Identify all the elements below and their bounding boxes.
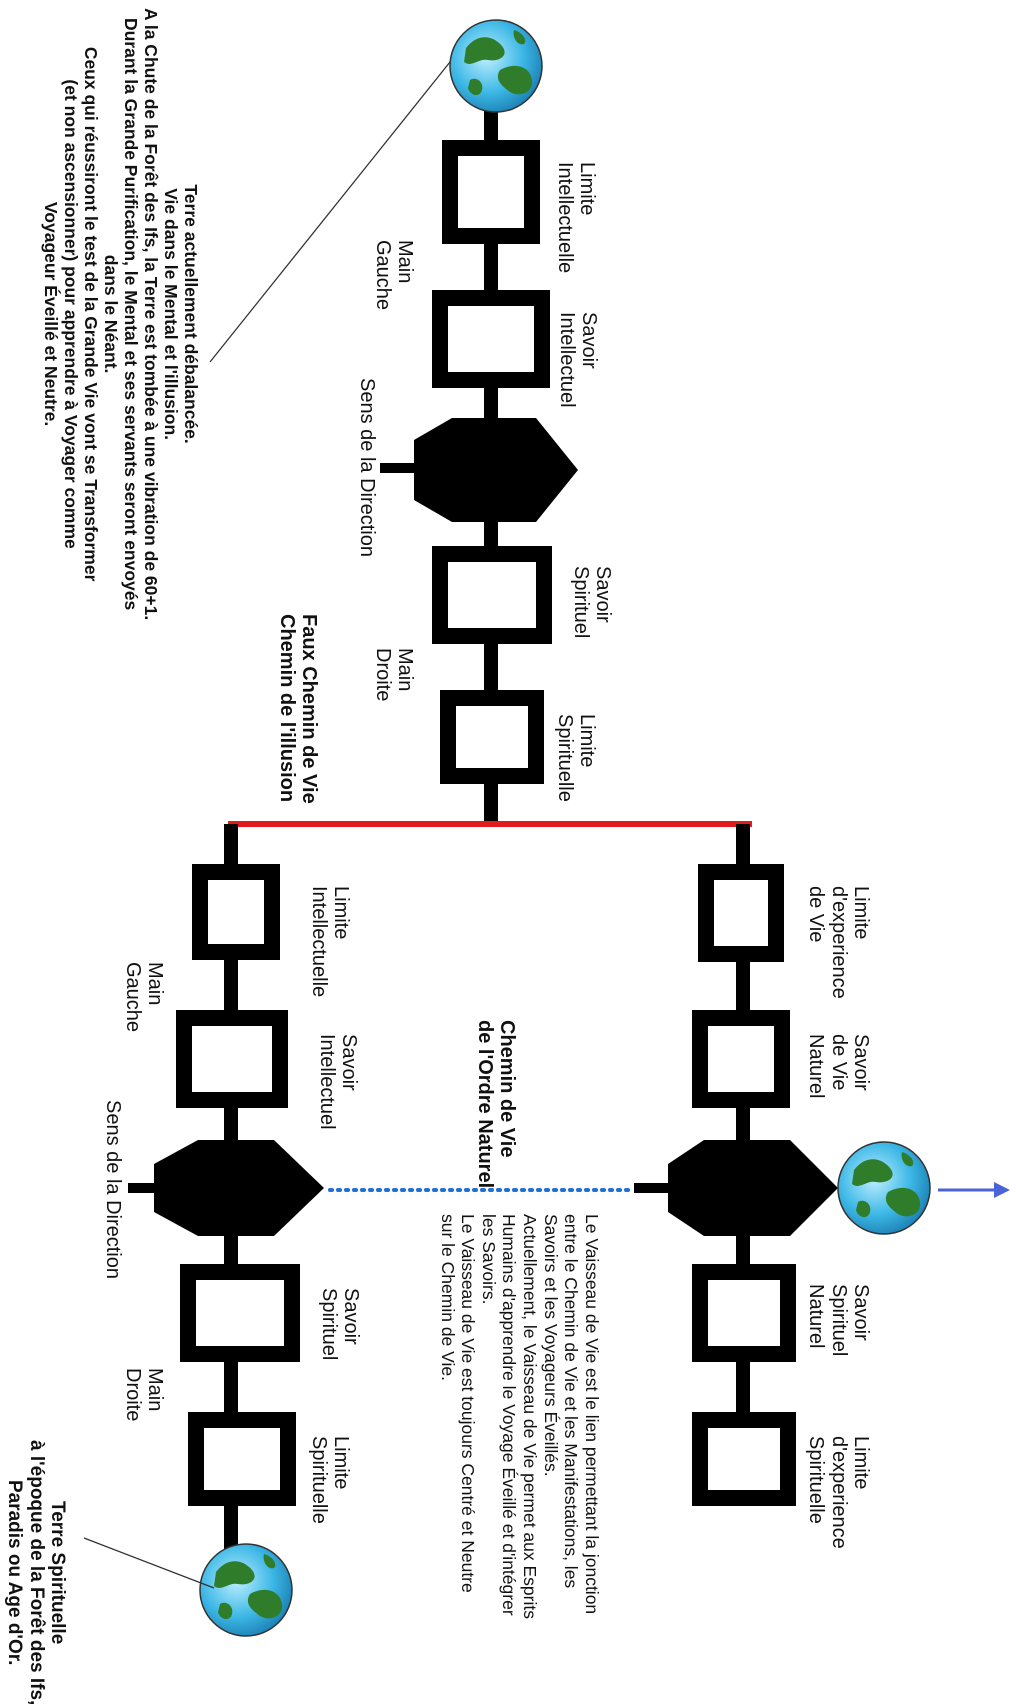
br-savoir-spirituel-naturel-label: Savoir Spirituel Naturel — [805, 1284, 872, 1357]
bl-direction-tick — [128, 1183, 160, 1193]
arrow-right-icon — [938, 1182, 1010, 1198]
junction-line — [228, 821, 752, 827]
top-limite-intellectuelle-box — [442, 140, 540, 244]
top-limite-intellectuelle-label: Limite Intellectuelle — [553, 162, 598, 274]
bl-limite-spirituelle-box — [188, 1412, 296, 1506]
terre-spirituelle-note: Terre Spirituelle à l'époque de la Forêt… — [4, 1440, 68, 1705]
br-direction-tick — [634, 1183, 674, 1193]
top-main-gauche-label: Main Gauche — [371, 240, 416, 311]
top-direction-tick — [380, 463, 420, 473]
top-savoir-spirituel-box — [432, 546, 552, 644]
chemin-ordre-naturel-title: Chemin de Vie de l'Ordre Naturel — [473, 1020, 518, 1189]
top-chain — [380, 100, 578, 822]
bl-limite-intellectuelle-label: Limite Intellectuelle — [307, 886, 352, 998]
bl-main-gauche-label: Main Gauche — [121, 962, 166, 1033]
earth-globe-icon — [837, 1141, 931, 1235]
top-main-droite-label: Main Droite — [371, 648, 416, 702]
bl-limite-spirituelle-label: Limite Spirituelle — [307, 1436, 352, 1524]
bl-sens-direction-diamond — [154, 1140, 324, 1236]
br-limite-experience-vie-label: Limite d'experience de Vie — [805, 886, 872, 999]
br-limite-experience-vie-box — [698, 864, 784, 962]
br-limite-experience-spirituelle-label: Limite d'experience Spirituelle — [805, 1436, 872, 1549]
bl-savoir-spirituel-label: Savoir Spirituel — [317, 1288, 362, 1361]
top-limite-spirituelle-label: Limite Spirituelle — [553, 714, 598, 802]
top-savoir-intellectuel-label: Savoir Intellectuel — [555, 312, 600, 408]
top-limite-spirituelle-box — [440, 690, 544, 784]
terre-actuelle-note: Terre actuellement débalancée. Vie dans … — [41, 8, 201, 621]
top-savoir-intellectuel-box — [432, 290, 550, 388]
top-savoir-spirituel-label: Savoir Spirituel — [569, 566, 614, 639]
callout-line-bottom — [83, 1537, 215, 1589]
top-sens-direction-label: Sens de la Direction — [356, 378, 378, 557]
bottom-right-chain — [634, 824, 838, 1506]
bl-savoir-spirituel-box — [180, 1264, 300, 1362]
bl-savoir-intellectuel-box — [176, 1010, 288, 1108]
bl-limite-intellectuelle-box — [192, 864, 280, 960]
vaisseau-note: Le Vaisseau de Vie est le lien permettan… — [437, 1214, 602, 1619]
br-limite-experience-spirituelle-box — [692, 1412, 796, 1506]
br-savoir-spirituel-naturel-box — [692, 1264, 796, 1362]
br-savoir-vie-naturel-box — [692, 1010, 790, 1108]
bottom-left-chain — [128, 824, 324, 1554]
br-savoir-vie-naturel-label: Savoir de Vie Naturel — [805, 1034, 872, 1099]
br-vaisseau-diamond — [668, 1140, 838, 1236]
earth-globe-icon — [199, 1543, 293, 1637]
bl-sens-direction-label: Sens de la Direction — [102, 1100, 124, 1279]
faux-chemin-title: Faux Chemin de Vie Chemin de l'illusion — [275, 614, 320, 804]
earth-globe-icon — [449, 19, 543, 113]
bl-savoir-intellectuel-label: Savoir Intellectuel — [315, 1034, 360, 1130]
bl-main-droite-label: Main Droite — [121, 1368, 166, 1422]
top-sens-direction-diamond — [414, 418, 578, 522]
callout-line-top — [209, 61, 451, 363]
